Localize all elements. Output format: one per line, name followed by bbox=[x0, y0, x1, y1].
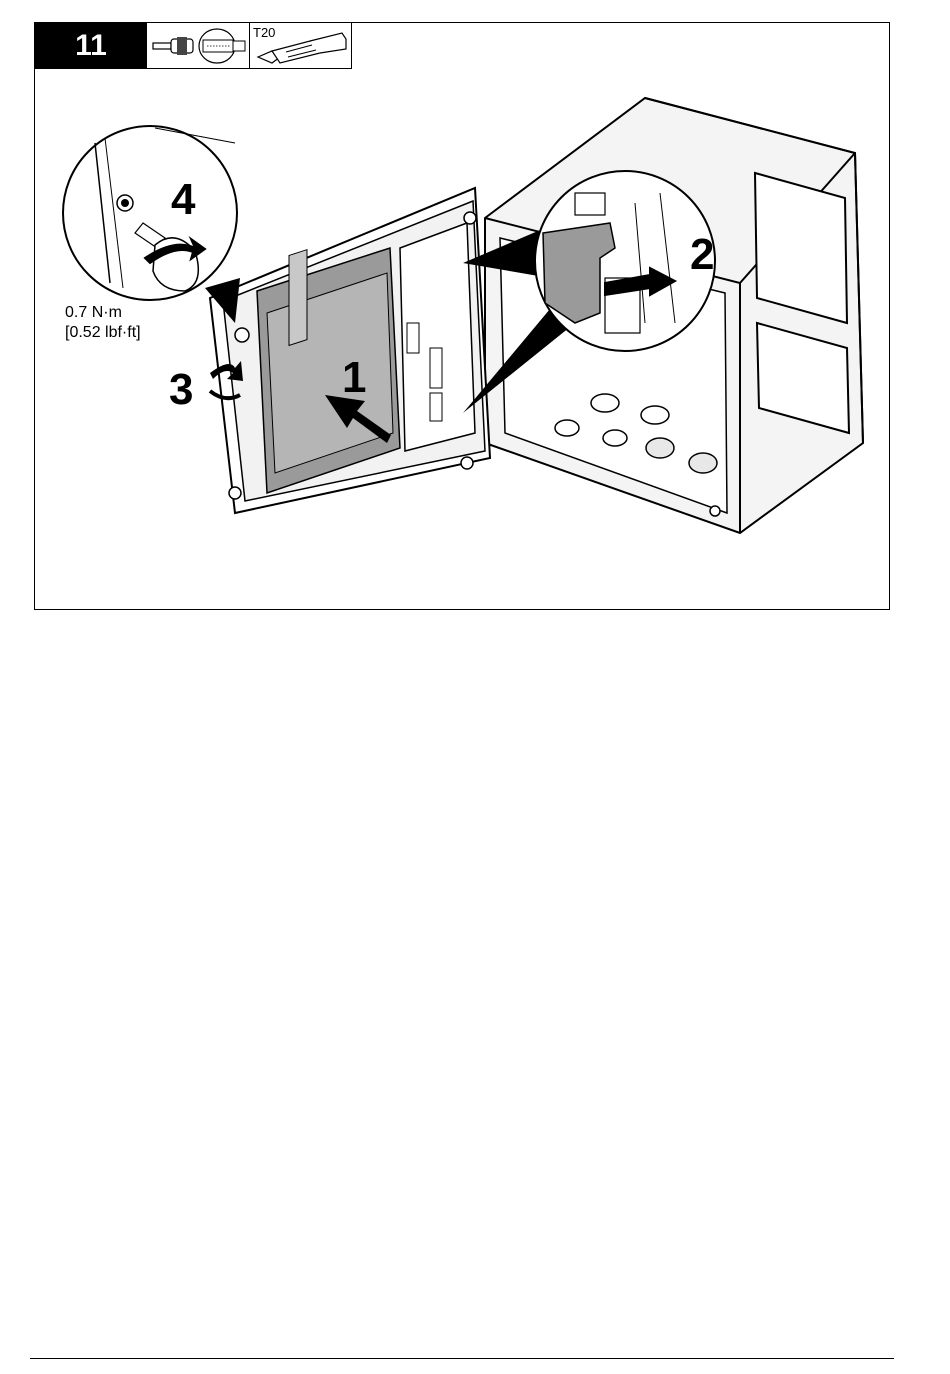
zoom-connector-detail bbox=[535, 171, 715, 351]
callout-1: 1 bbox=[342, 356, 366, 400]
figure-frame: 11 T20 bbox=[34, 22, 890, 610]
torque-metric: 0.7 N·m bbox=[65, 303, 141, 323]
torque-imperial: [0.52 lbf·ft] bbox=[65, 323, 141, 343]
zoom-screw-detail bbox=[63, 126, 237, 300]
callout-2: 2 bbox=[690, 233, 714, 277]
callout-3: 3 bbox=[169, 368, 193, 412]
controller-door bbox=[210, 188, 490, 513]
torque-spec: 0.7 N·m [0.52 lbf·ft] bbox=[65, 303, 141, 343]
controller-illustration bbox=[35, 23, 891, 611]
footer-rule bbox=[30, 1358, 894, 1359]
callout-4: 4 bbox=[171, 178, 195, 222]
